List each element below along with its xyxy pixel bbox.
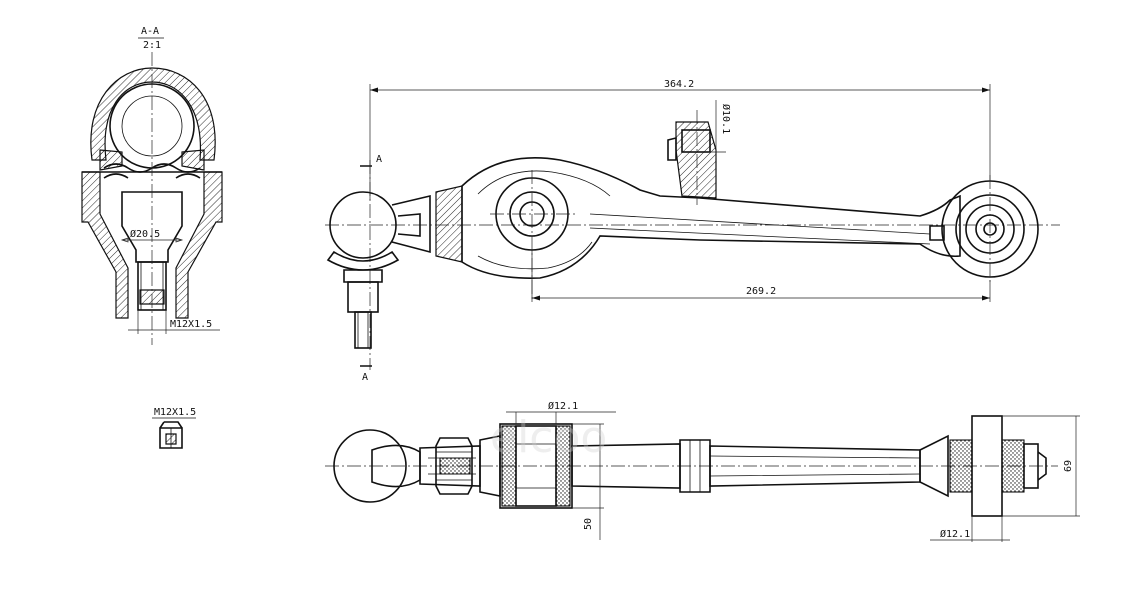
dim-hole-diameter: Ø10.1 [720, 104, 732, 134]
arm-neck-section [435, 185, 463, 263]
dim-bushing-distance: 269.2 [746, 286, 776, 297]
ball-joint-head [329, 191, 397, 259]
cut-mark-top: A [376, 154, 382, 165]
dim-front-bushing-diameter: Ø12.1 [548, 400, 578, 412]
ball-stud-top [347, 281, 379, 313]
arm-body-front [461, 157, 961, 279]
dim-nut-thread: M12X1.5 [154, 407, 196, 418]
section-scale: 2:1 [143, 40, 161, 51]
cut-mark-bottom: A [362, 372, 368, 383]
brand-watermark: elcoo [490, 412, 607, 463]
dim-rear-bushing-width: 69 [1061, 460, 1072, 472]
arm-top-view: A A [325, 79, 1060, 383]
ball-stud-nut-side [435, 437, 473, 495]
socket-body [81, 171, 129, 319]
arm-side-view: Ø12.1 50 69 Ø12.1 [325, 400, 1080, 542]
dim-rear-bushing-diameter: Ø12.1 [940, 528, 970, 540]
dim-overall-length: 364.2 [664, 79, 694, 90]
dim-stud-diameter: Ø20.5 [130, 228, 160, 240]
lock-nut-detail: M12X1.5 [152, 407, 196, 449]
section-title: A-A [141, 26, 159, 37]
ball-stud [121, 191, 183, 263]
dim-section-thread: M12X1.5 [170, 319, 212, 330]
section-view-a-a: A-A 2:1 Ø20.5 M12X1.5 [81, 26, 223, 345]
dim-front-bushing-width: 50 [583, 518, 594, 530]
stud-thread-top [354, 311, 372, 349]
lock-nut [159, 421, 183, 449]
ball-joint-head-side [333, 429, 407, 503]
ball-housing-cap [90, 67, 216, 161]
